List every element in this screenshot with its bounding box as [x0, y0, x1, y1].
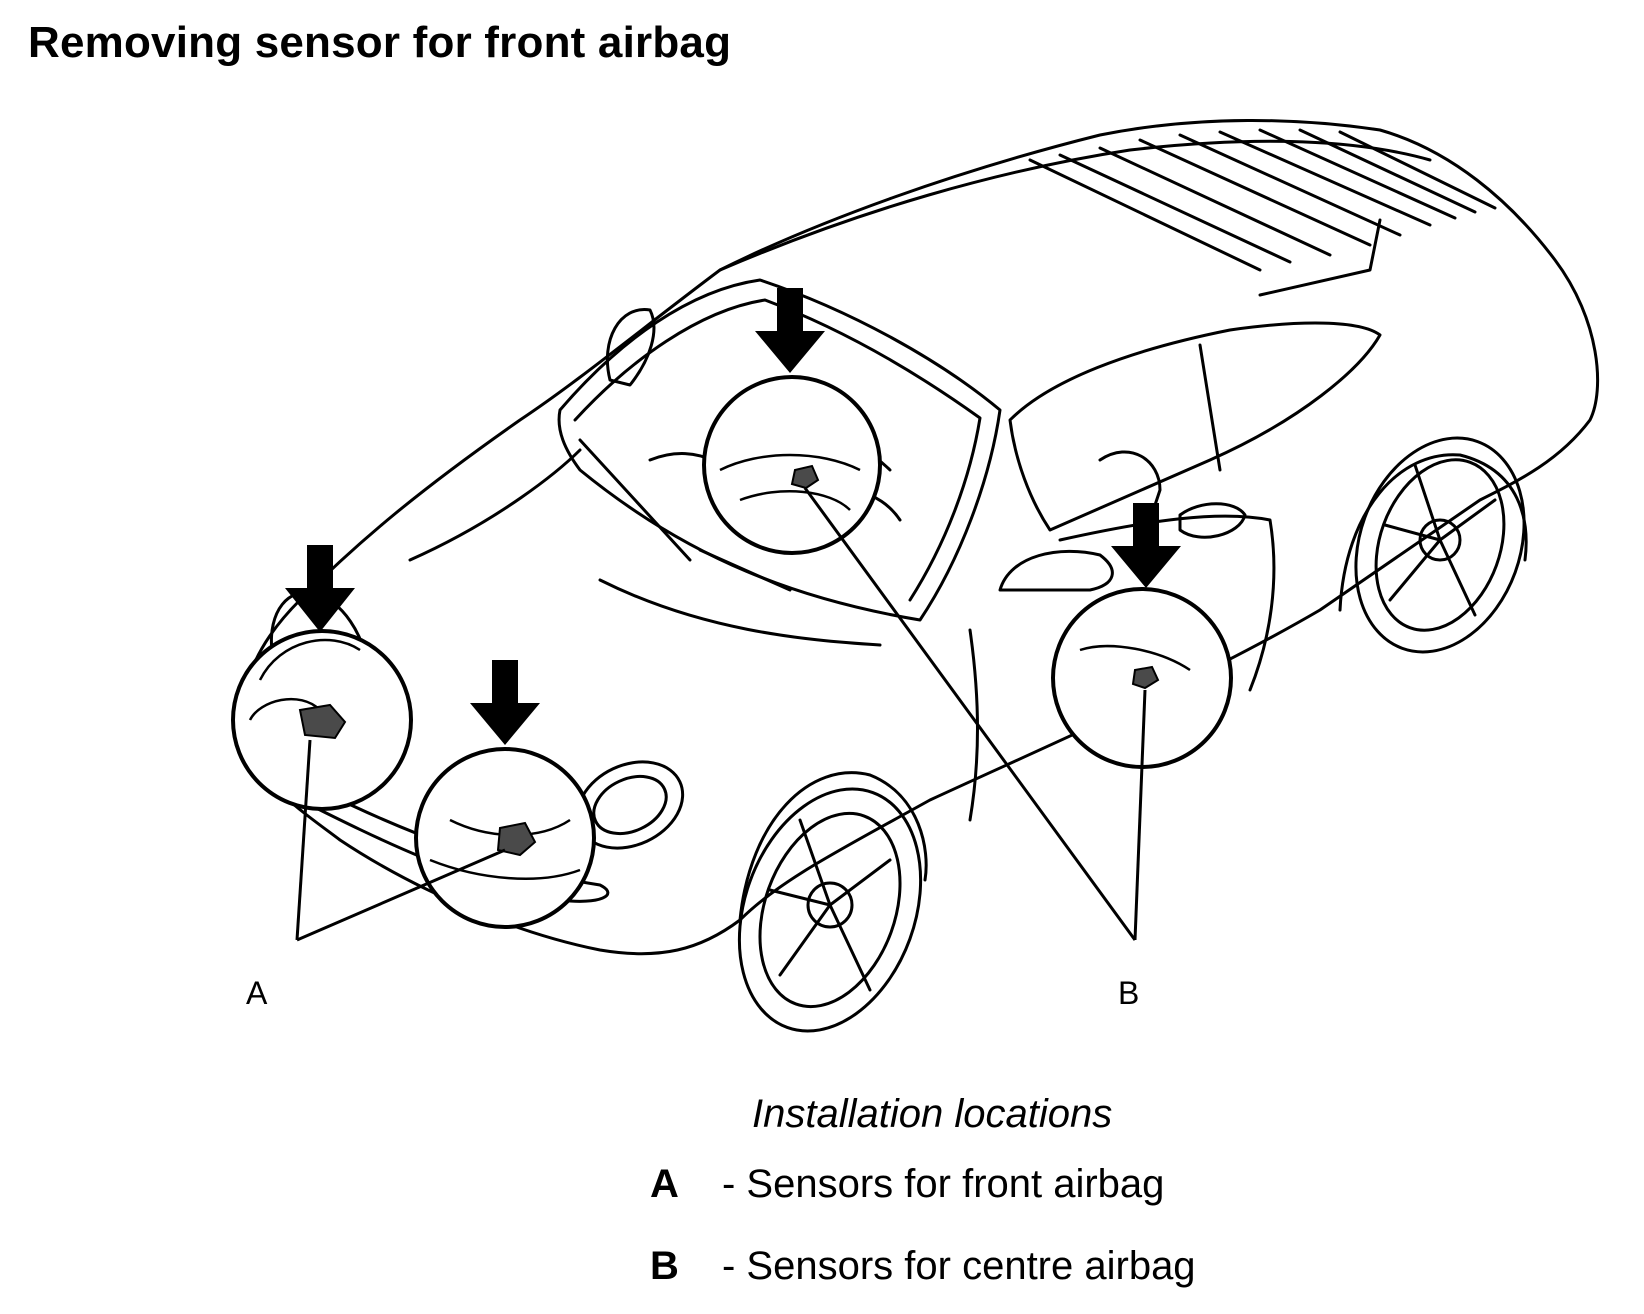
leader-a-1: [295, 739, 312, 941]
windshield: [557, 278, 1002, 622]
leader-b-2: [1133, 689, 1147, 941]
sensor-b-centre: [790, 464, 820, 490]
side-mirror-left: [605, 308, 656, 387]
leader-a-2: [296, 848, 506, 942]
legend-heading: Installation locations: [752, 1092, 1113, 1136]
sensor-b-door: [1131, 665, 1160, 690]
down-arrow-icon: [1111, 503, 1181, 588]
page-title: Removing sensor for front airbag: [28, 18, 732, 67]
wheel-front: [737, 787, 923, 1033]
leader-b-1: [803, 487, 1137, 941]
down-arrow-icon: [285, 545, 355, 632]
door-handle: [1178, 502, 1247, 539]
callout-label-b: B: [1118, 975, 1140, 1011]
roof-line: [718, 139, 1432, 272]
wiper: [578, 438, 792, 592]
legend-text: - Sensors for centre airbag: [722, 1244, 1196, 1288]
door-line: [968, 628, 979, 822]
sensor-a-left: [298, 703, 347, 740]
legend-text: - Sensors for front airbag: [722, 1162, 1165, 1206]
legend-key: B: [650, 1244, 679, 1288]
legend-item-b: B - Sensors for centre airbag: [650, 1244, 1196, 1289]
magnifier-circle-centre: [702, 375, 882, 555]
wheel-rear: [1354, 436, 1526, 654]
hood-line: [408, 448, 582, 562]
down-arrow-icon: [755, 288, 825, 373]
car-body-outline: [242, 118, 1600, 956]
legend-item-a: A - Sensors for front airbag: [650, 1162, 1164, 1207]
side-mirror-right: [998, 549, 1114, 592]
sensor-a-right: [496, 821, 537, 857]
wheel-arch-front: [738, 771, 928, 922]
down-arrow-icon: [470, 660, 540, 745]
legend-key: A: [650, 1162, 679, 1206]
side-window: [1008, 321, 1382, 532]
rear-louvres: [1028, 128, 1497, 272]
wheel-arch-rear: [1338, 453, 1528, 612]
callout-label-a: A: [246, 975, 268, 1011]
